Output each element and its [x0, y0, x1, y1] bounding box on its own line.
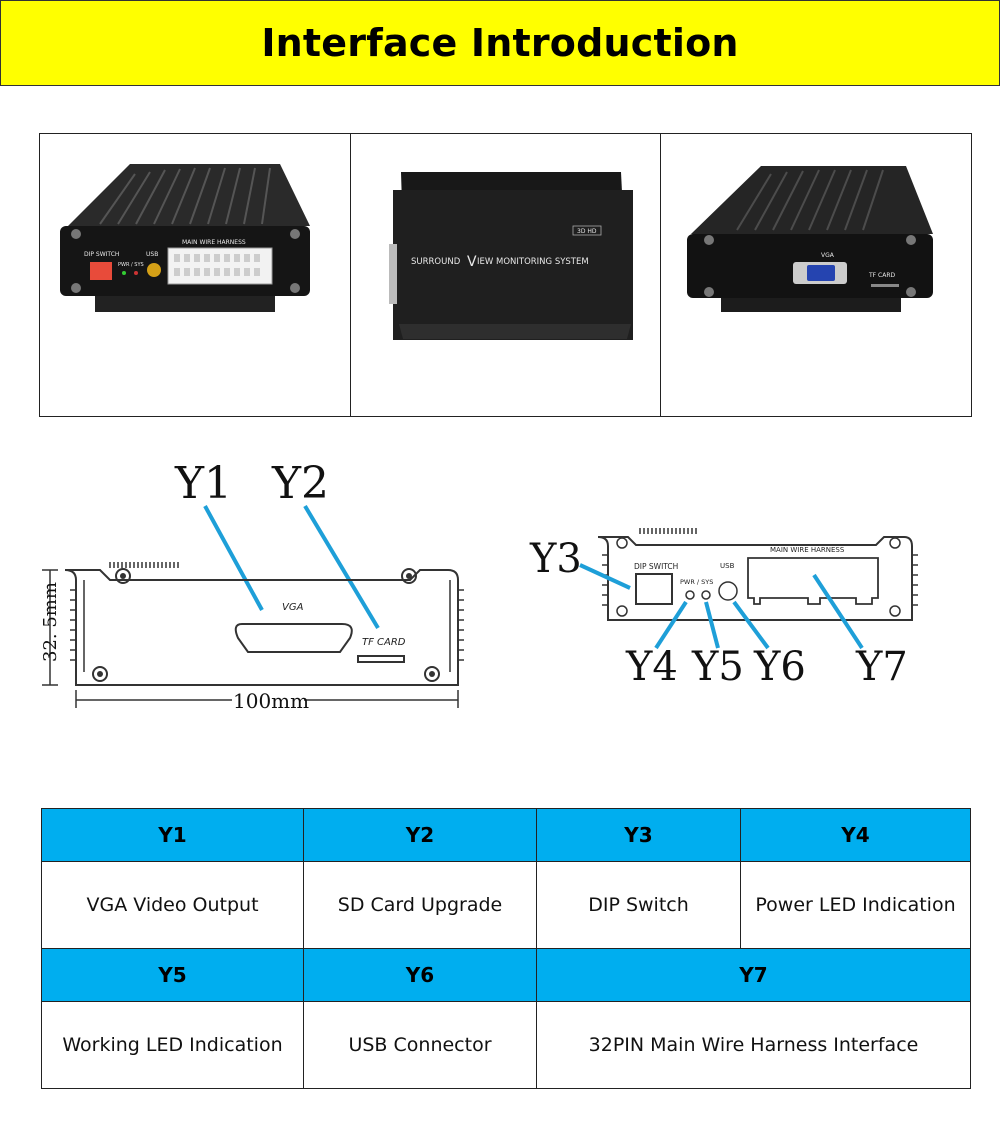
dip-switch-outline: [635, 573, 673, 605]
photo-badge-label: 3D HD: [577, 228, 597, 235]
photo-back-panel: VGA TF CARD: [661, 134, 971, 416]
vga-port-outline: [234, 623, 353, 653]
top-view-illustration: 3D HD SURROUND V IEW MONITORING SYSTEM: [388, 172, 633, 340]
diagram-main-wire-harness-label: MAIN WIRE HARNESS: [770, 546, 845, 554]
usb-port-icon: [147, 263, 161, 277]
callout-line-y7: [812, 573, 864, 650]
front-enclosure-outline: [597, 536, 913, 621]
photo-tf-card-label: TF CARD: [868, 272, 895, 279]
photo-vga-label: VGA: [821, 252, 835, 259]
table-row: VGA Video Output SD Card Upgrade DIP Swi…: [41, 861, 971, 949]
harness-connector-icon: [167, 247, 273, 285]
height-dimension-label: 32. 5mm: [40, 582, 61, 662]
header-cell-y1: Y1: [41, 808, 304, 862]
table-row: Y1 Y2 Y3 Y4: [41, 808, 971, 862]
photo-main-wire-harness-label: MAIN WIRE HARNESS: [182, 239, 246, 246]
callout-line-y6: [732, 600, 770, 650]
interface-spec-table: Y1 Y2 Y3 Y4 VGA Video Output SD Card Upg…: [41, 808, 971, 1089]
callout-line-y5: [704, 601, 720, 649]
label-y6: Y6: [753, 644, 806, 690]
back-panel-illustration: VGA TF CARD: [687, 166, 934, 312]
label-y5: Y5: [691, 644, 744, 690]
photo-dip-switch-label: DIP SWITCH: [84, 251, 119, 258]
table-row: Working LED Indication USB Connector 32P…: [41, 1001, 971, 1089]
enclosure-outline: [64, 569, 459, 686]
header-cell-y4: Y4: [740, 808, 971, 862]
label-y2: Y2: [271, 458, 329, 509]
header-cell-y3: Y3: [536, 808, 741, 862]
photo-pwr-sys-label: PWR / SYS: [118, 262, 144, 268]
photo-brand-v: V: [467, 254, 477, 270]
front-panel-illustration: DIP SWITCH PWR / SYS USB MAIN WIRE HARNE…: [60, 164, 310, 312]
diagram-dip-switch-label: DIP SWITCH: [634, 562, 678, 571]
usb-port-outline: [718, 581, 738, 601]
desc-cell-y1: VGA Video Output: [41, 861, 304, 949]
desc-cell-y6: USB Connector: [303, 1001, 537, 1089]
header-cell-y7: Y7: [536, 948, 971, 1002]
desc-cell-y5: Working LED Indication: [41, 1001, 304, 1089]
harness-outline: [747, 557, 879, 605]
diagram-vga-label: VGA: [282, 602, 304, 613]
width-dimension-label: 100mm: [233, 689, 309, 713]
page-title: Interface Introduction: [261, 21, 739, 65]
desc-cell-y2: SD Card Upgrade: [303, 861, 537, 949]
photo-top-view: 3D HD SURROUND V IEW MONITORING SYSTEM: [351, 134, 662, 416]
label-y7: Y7: [855, 644, 908, 690]
working-led-outline: [701, 590, 711, 600]
photo-usb-label: USB: [146, 251, 158, 258]
diagram-tf-card-label: TF CARD: [362, 637, 406, 648]
header-cell-y5: Y5: [41, 948, 304, 1002]
label-y4: Y4: [625, 644, 678, 690]
label-y3: Y3: [529, 536, 582, 582]
dip-switch-icon: [90, 262, 112, 280]
photo-brand-rest: IEW MONITORING SYSTEM: [477, 257, 589, 267]
diagram-pwr-sys-label: PWR / SYS: [680, 578, 713, 586]
front-panel-diagram: DIP SWITCH PWR / SYS USB MAIN WIRE HARNE…: [529, 528, 918, 690]
photo-front-panel: DIP SWITCH PWR / SYS USB MAIN WIRE HARNE…: [40, 134, 351, 416]
vga-port-icon: [807, 265, 836, 281]
callout-line-y3: [579, 563, 631, 590]
desc-cell-y7: 32PIN Main Wire Harness Interface: [536, 1001, 971, 1089]
back-panel-diagram: Y1 Y2 VGA TF CARD: [40, 458, 464, 713]
photo-brand-surround: SURROUND: [411, 257, 461, 267]
desc-cell-y3: DIP Switch: [536, 861, 741, 949]
callout-line-y1: [203, 505, 264, 611]
callout-line-y4: [654, 600, 688, 650]
title-banner: Interface Introduction: [0, 0, 1000, 86]
header-cell-y2: Y2: [303, 808, 537, 862]
callout-line-y2: [303, 504, 380, 630]
label-y1: Y1: [174, 458, 232, 509]
interface-diagrams: Y1 Y2 VGA TF CARD: [0, 440, 1000, 740]
product-photo-strip: DIP SWITCH PWR / SYS USB MAIN WIRE HARNE…: [39, 133, 972, 417]
desc-cell-y4: Power LED Indication: [740, 861, 971, 949]
tf-slot-outline: [357, 655, 405, 663]
table-row: Y5 Y6 Y7: [41, 948, 971, 1002]
diagram-usb-label: USB: [720, 562, 735, 570]
header-cell-y6: Y6: [303, 948, 537, 1002]
power-led-outline: [685, 590, 695, 600]
